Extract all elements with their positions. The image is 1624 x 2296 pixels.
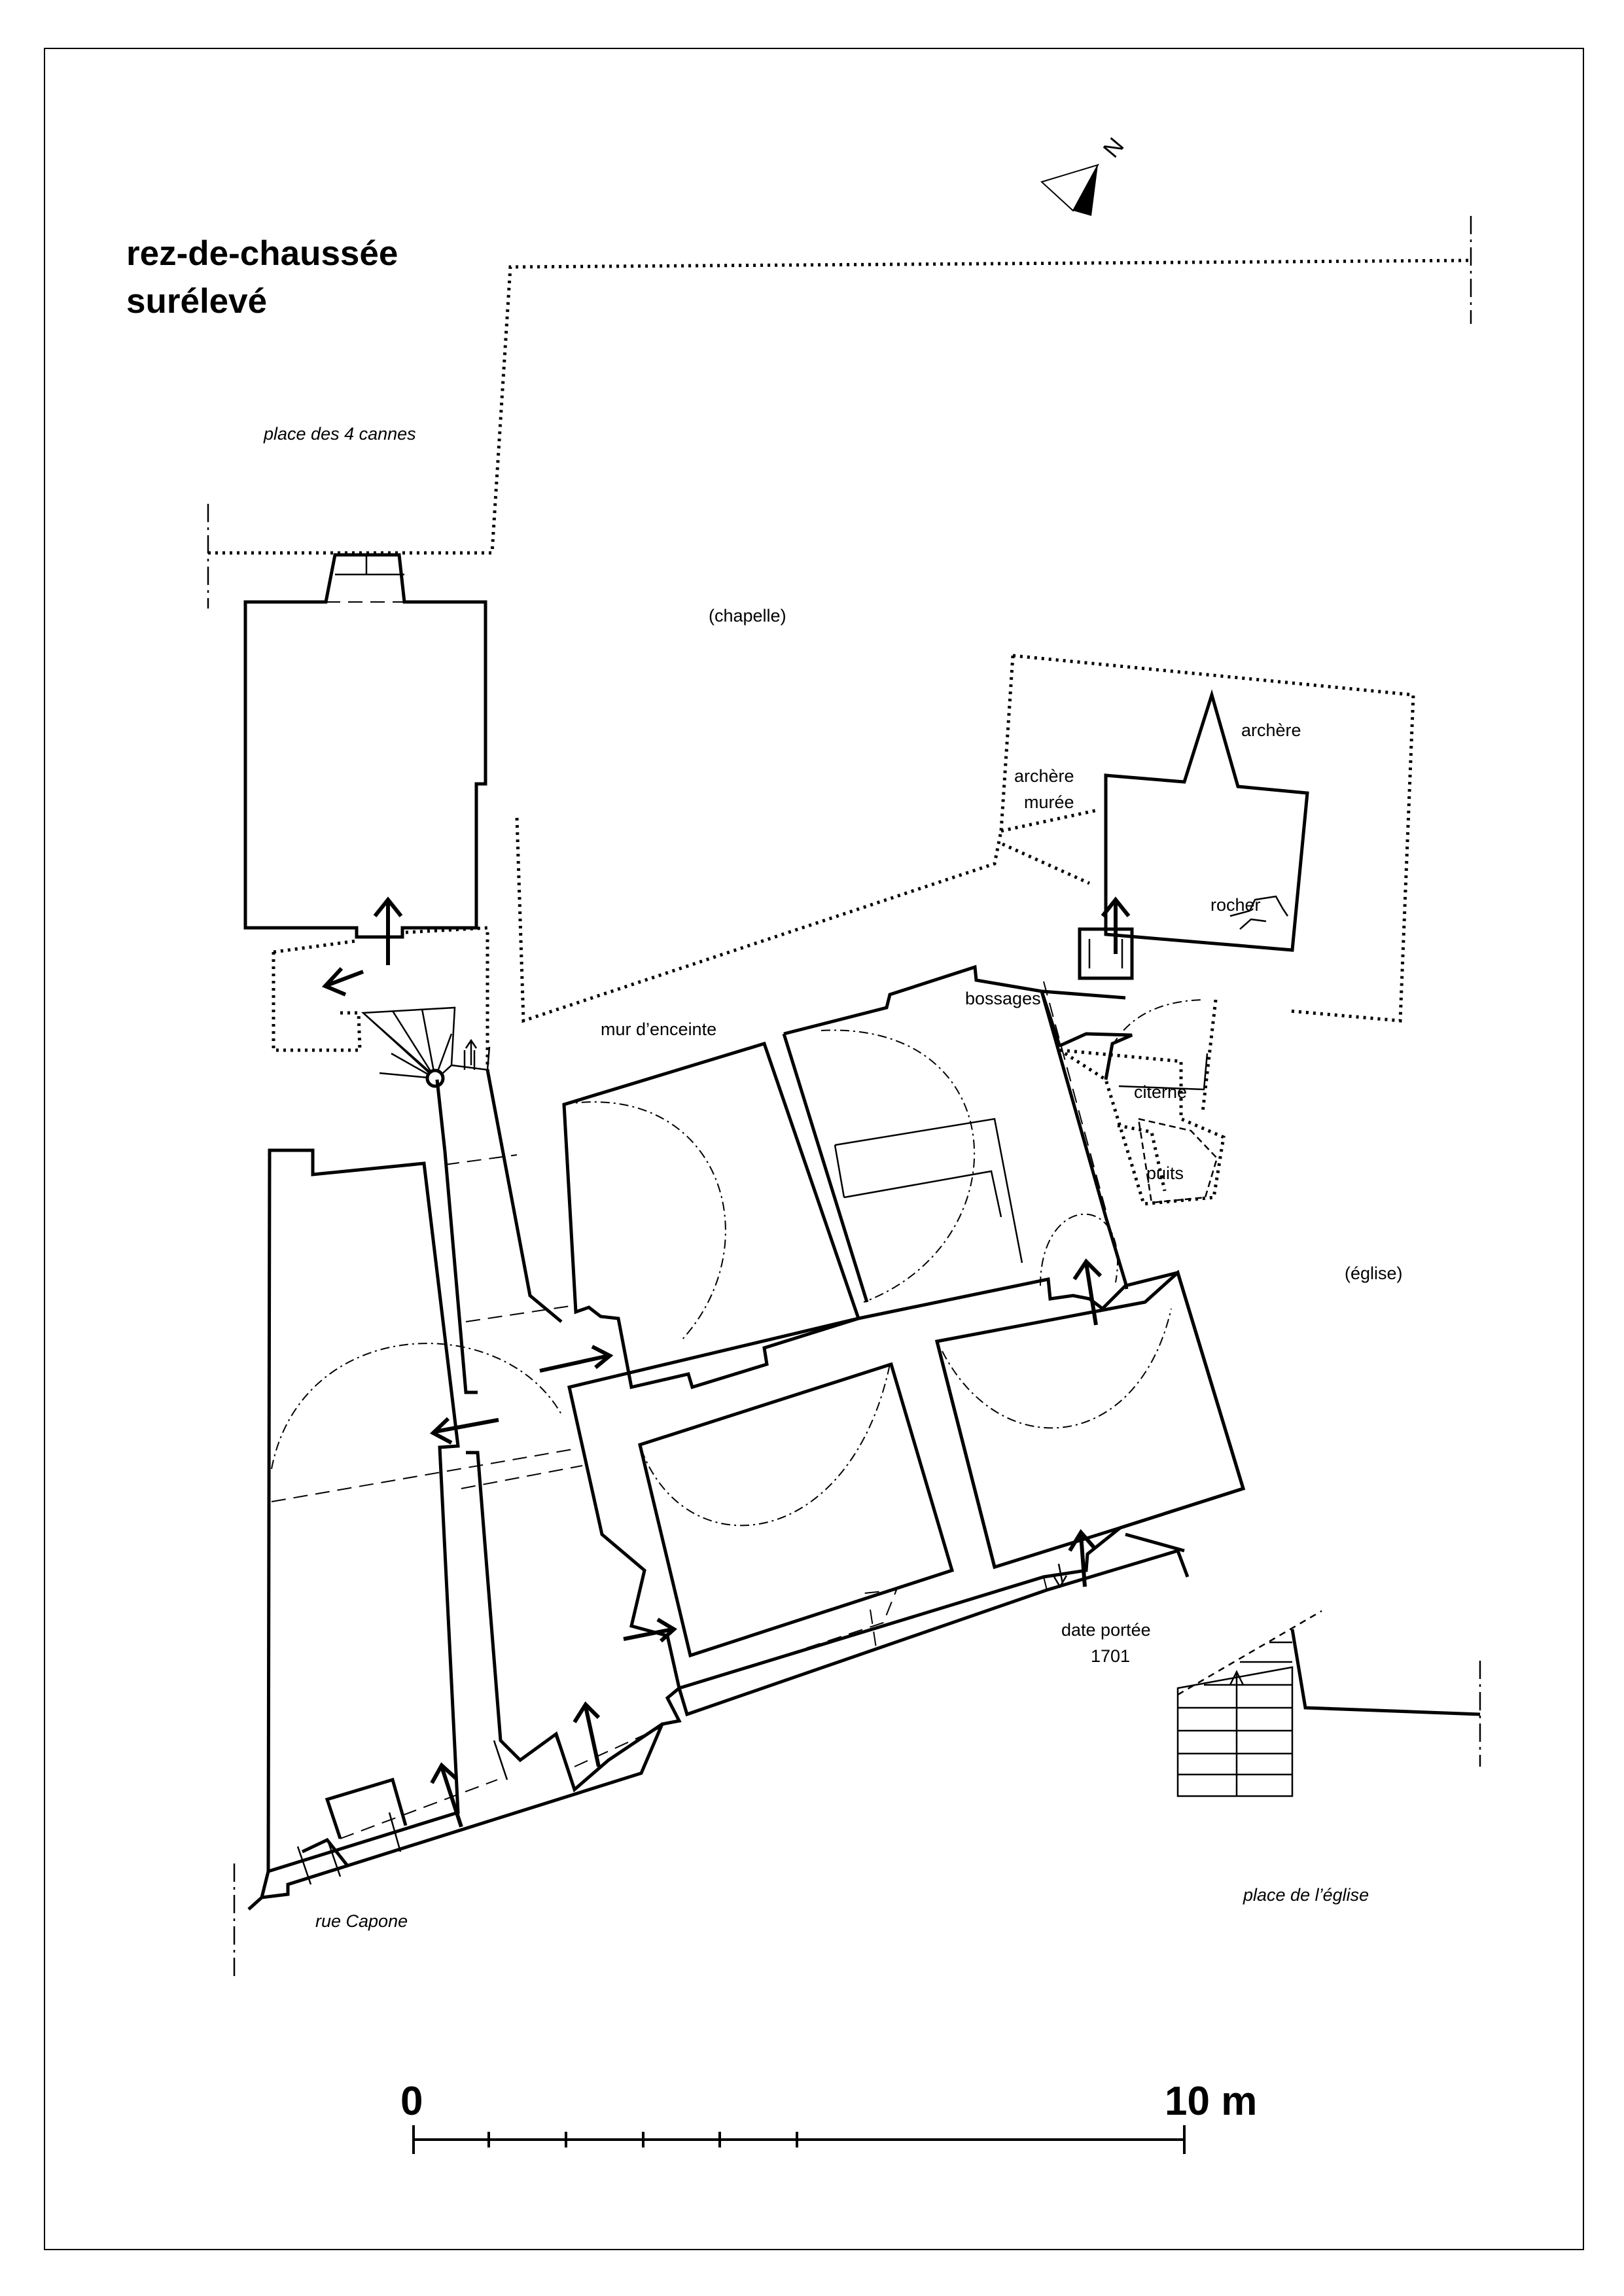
label-rocher: rocher xyxy=(1210,895,1261,915)
plan-title-line1: rez-de-chaussée xyxy=(126,234,398,273)
label-archere: archère xyxy=(1241,720,1301,740)
axis-marks xyxy=(207,216,1481,1976)
label-date-portee-2: 1701 xyxy=(1091,1646,1130,1666)
north-letter: N xyxy=(1097,132,1129,162)
south-doorways xyxy=(296,1727,662,1885)
page-frame xyxy=(44,48,1584,2250)
label-eglise: (église) xyxy=(1345,1263,1403,1283)
main-building xyxy=(247,964,1246,1911)
north-arrow-icon: N xyxy=(1040,132,1129,216)
scale-start-label: 0 xyxy=(400,2079,423,2124)
cistern-well xyxy=(1059,999,1218,1204)
label-puits: puits xyxy=(1146,1163,1184,1183)
property-boundary xyxy=(208,258,1472,1206)
label-rue-capone: rue Capone xyxy=(315,1911,408,1931)
scale-bar: 0 10 m xyxy=(400,2079,1257,2154)
label-archere-muree-2: murée xyxy=(1024,792,1074,812)
label-place-4-cannes: place des 4 cannes xyxy=(263,424,416,444)
label-place-eglise: place de l’église xyxy=(1243,1885,1369,1905)
yard-partition xyxy=(834,1118,1023,1263)
label-date-portee-1: date portée xyxy=(1061,1620,1151,1640)
label-citerne: citerne xyxy=(1134,1082,1187,1102)
vault-arcs xyxy=(271,1029,1172,1527)
label-archere-muree-1: archère xyxy=(1014,766,1074,786)
label-mur-enceinte: mur d’enceinte xyxy=(601,1019,716,1039)
label-chapelle: (chapelle) xyxy=(709,606,786,626)
plan-title-line2: surélevé xyxy=(126,282,267,321)
exterior-stair xyxy=(1176,1610,1481,1797)
label-bossages: bossages xyxy=(965,989,1041,1008)
scale-end-label: 10 m xyxy=(1165,2079,1257,2124)
beam-lines xyxy=(271,981,1106,1663)
circulation-arrows xyxy=(321,896,1131,1828)
north-building xyxy=(243,553,487,939)
